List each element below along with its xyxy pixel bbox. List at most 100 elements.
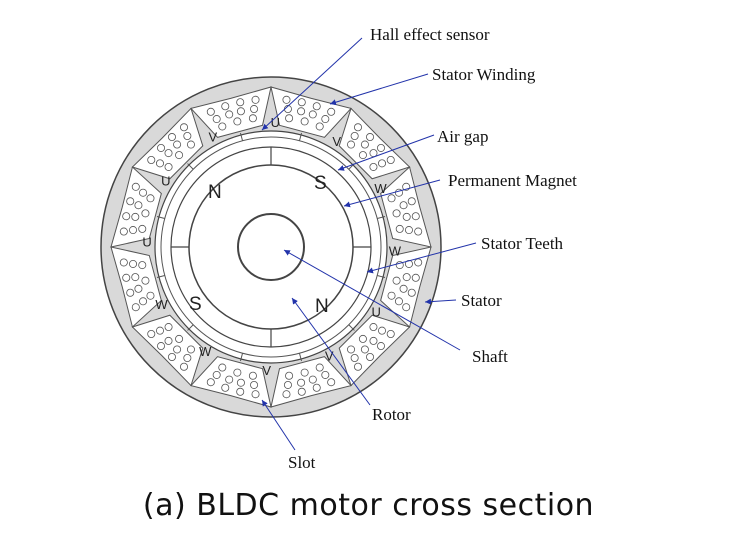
winding-conductor: [233, 117, 242, 126]
tooth-gap-line: [348, 324, 355, 331]
winding-conductor: [308, 375, 317, 384]
stator-slot: [131, 314, 204, 387]
winding-conductor: [248, 114, 257, 123]
winding-conductor: [358, 334, 367, 343]
leader-stator-winding: [329, 73, 429, 106]
winding-conductor: [282, 95, 291, 104]
winding-conductor: [321, 115, 330, 124]
winding-conductor: [283, 380, 292, 389]
winding-conductor: [236, 387, 245, 396]
winding-conductor: [414, 227, 423, 236]
winding-conductor: [131, 212, 140, 221]
label-shaft: Shaft: [472, 347, 508, 366]
stator-slot: [380, 166, 432, 248]
winding-conductor: [387, 194, 396, 203]
winding-conductor: [411, 273, 420, 282]
winding-conductor: [315, 122, 324, 131]
tooth-gap-line: [298, 132, 303, 141]
winding-conductor: [369, 336, 378, 345]
winding-conductor: [186, 345, 195, 354]
tooth-gap-line: [377, 274, 386, 279]
stator-slot: [338, 314, 411, 387]
winding-conductor: [402, 303, 411, 312]
stator-slot: [270, 356, 352, 408]
leader-permanent-magnet: [343, 179, 441, 208]
slot-phase-label: U: [161, 173, 170, 188]
winding-conductor: [376, 342, 385, 351]
slot-phase-label: U: [371, 305, 380, 320]
tooth-gap-line: [156, 215, 165, 220]
tooth-gap-line: [187, 324, 194, 331]
pole-label-n-left: N: [208, 182, 222, 203]
winding-conductor: [164, 162, 173, 171]
tooth-gap-line: [377, 215, 386, 220]
winding-conductor: [395, 224, 404, 233]
winding-conductor: [321, 370, 330, 379]
leader-stator-teeth: [366, 242, 477, 274]
winding-conductor: [173, 345, 182, 354]
winding-conductor: [206, 378, 215, 387]
stator-slot: [270, 86, 352, 138]
winding-conductor: [236, 107, 245, 116]
winding-conductor: [411, 212, 420, 221]
winding-conductor: [297, 378, 306, 387]
winding-conductor: [347, 140, 356, 149]
leader-rotor: [291, 297, 371, 406]
tooth-gap-line: [187, 163, 194, 170]
stator-slot: [131, 107, 204, 180]
winding-conductor: [386, 156, 395, 165]
stator-slot: [338, 107, 411, 180]
winding-conductor: [387, 291, 396, 300]
leader-shaft: [283, 249, 461, 351]
tooth-gap-line: [239, 353, 244, 362]
label-permanent-magnet: Permanent Magnet: [448, 171, 577, 190]
winding-conductor: [155, 159, 164, 168]
winding-conductor: [378, 159, 387, 168]
winding-conductor: [315, 363, 324, 372]
winding-conductor: [399, 201, 408, 210]
winding-conductor: [221, 102, 230, 111]
winding-conductor: [233, 368, 242, 377]
winding-conductor: [167, 133, 176, 142]
winding-conductor: [218, 363, 227, 372]
winding-conductor: [414, 258, 423, 267]
slot-phase-label: V: [325, 348, 334, 363]
winding-conductor: [347, 345, 356, 354]
winding-conductor: [126, 197, 135, 206]
pole-label-s-right: S: [314, 173, 327, 194]
winding-conductor: [173, 140, 182, 149]
leader-slot: [261, 399, 296, 451]
winding-conductor: [399, 284, 408, 293]
winding-conductor: [141, 209, 150, 218]
winding-conductor: [407, 197, 416, 206]
winding-conductor: [360, 140, 369, 149]
winding-conductor: [366, 133, 375, 142]
winding-conductor: [129, 259, 138, 268]
winding-conductor: [236, 378, 245, 387]
winding-conductor: [360, 345, 369, 354]
winding-conductor: [129, 226, 138, 235]
winding-conductor: [122, 212, 131, 221]
winding-conductor: [353, 362, 362, 371]
winding-conductor: [250, 380, 259, 389]
winding-conductor: [157, 143, 166, 152]
winding-conductor: [327, 107, 336, 116]
winding-conductor: [119, 227, 128, 236]
winding-conductor: [350, 354, 359, 363]
winding-conductor: [350, 131, 359, 140]
winding-conductor: [131, 182, 140, 191]
winding-conductor: [392, 209, 401, 218]
label-rotor: Rotor: [372, 405, 411, 424]
stator-slot: [380, 246, 432, 328]
winding-conductor: [138, 261, 147, 270]
slot-phase-label: W: [199, 344, 212, 359]
leader-stator: [424, 298, 457, 305]
winding-conductor: [212, 115, 221, 124]
winding-conductor: [353, 123, 362, 132]
label-slot: Slot: [288, 453, 316, 472]
winding-conductor: [285, 371, 294, 380]
winding-conductor: [134, 201, 143, 210]
winding-conductor: [147, 329, 156, 338]
